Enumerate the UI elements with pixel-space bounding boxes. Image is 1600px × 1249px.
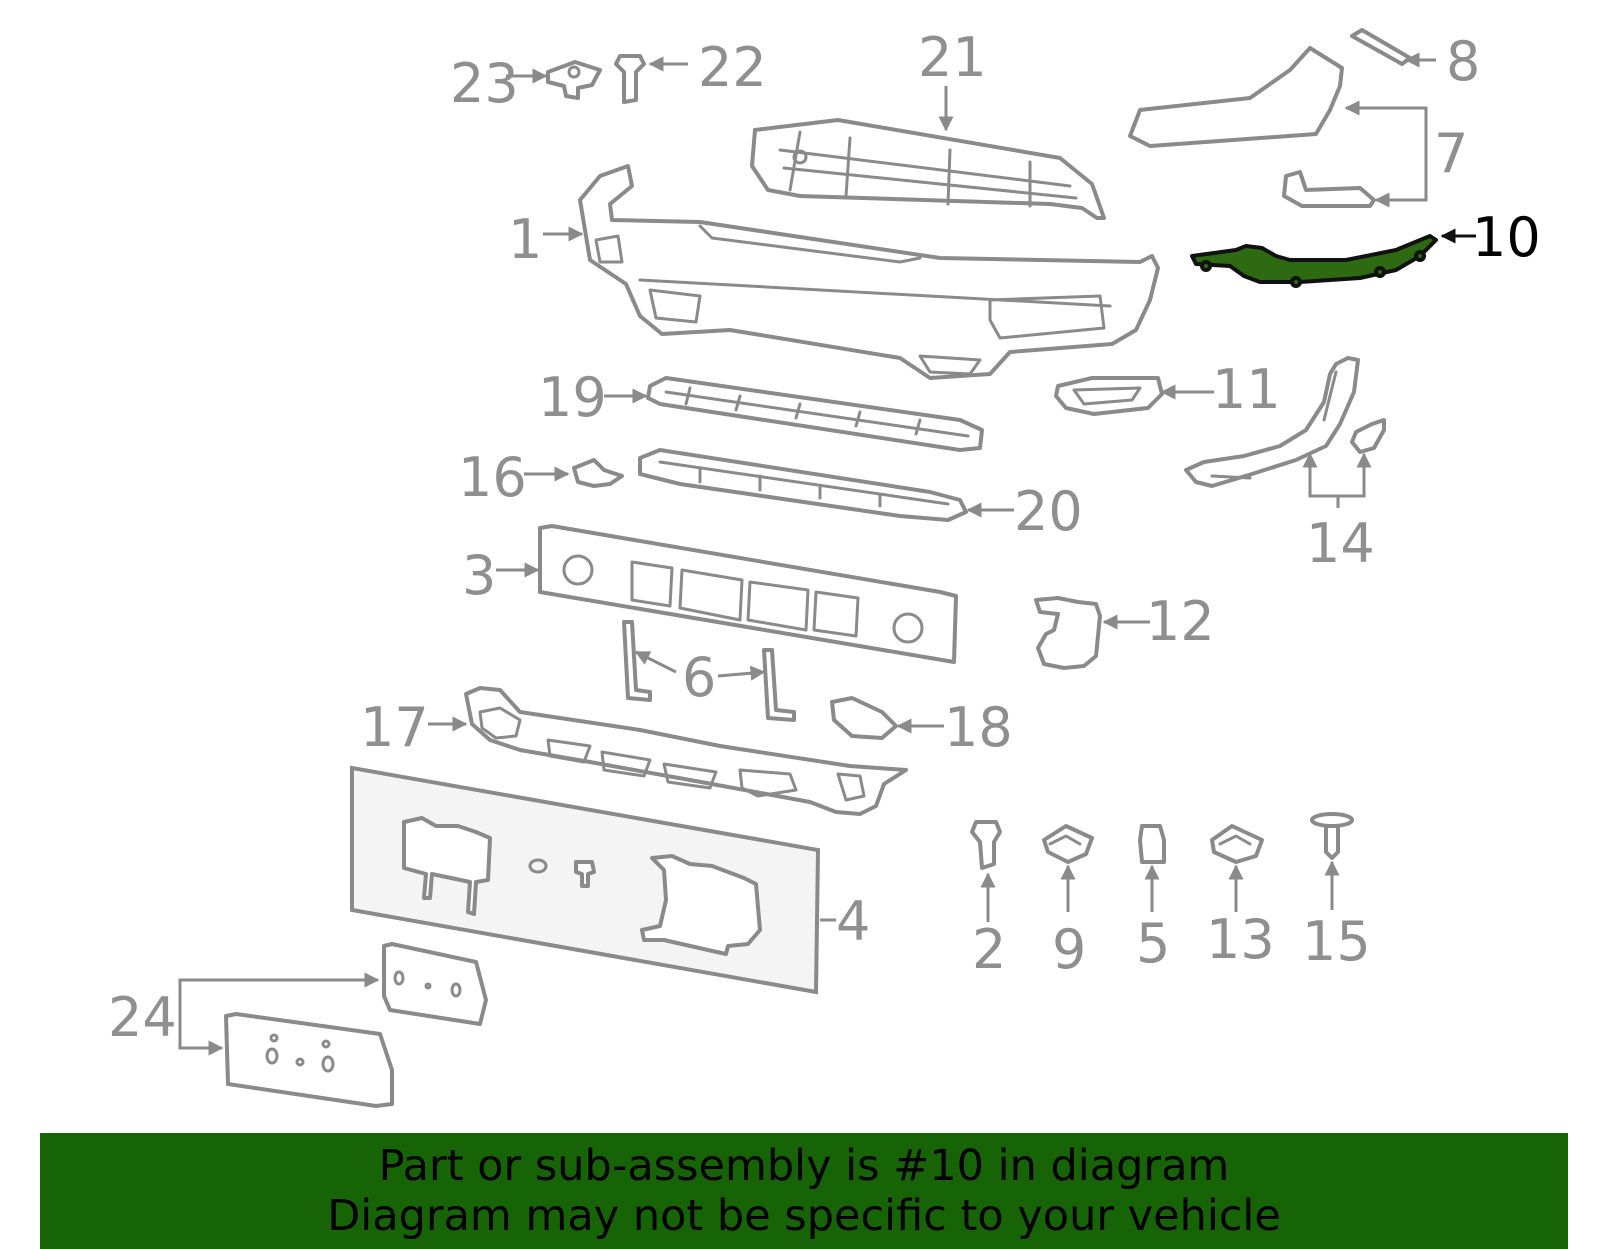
callout-13: 13: [1206, 908, 1275, 971]
part-4-assembly: [350, 765, 821, 995]
callout-23: 23: [450, 52, 519, 115]
callout-19: 19: [538, 366, 607, 429]
banner-line-2: Diagram may not be specific to your vehi…: [327, 1191, 1281, 1241]
part-24-plates: [224, 942, 488, 1108]
callout-12: 12: [1146, 590, 1215, 653]
callout-3: 3: [462, 544, 496, 607]
part-17-valance: [464, 686, 908, 816]
parts-diagram: 23 22 21 8 7 1 10 11 19 16 20 14 3 12 6 …: [108, 26, 1541, 1108]
part-19-grille-bar: [646, 376, 984, 452]
part-18-bezel: [830, 696, 898, 740]
callout-14: 14: [1306, 512, 1375, 575]
callout-11: 11: [1212, 358, 1281, 421]
callout-18: 18: [944, 696, 1013, 759]
part-16-bracket: [572, 458, 624, 488]
part-20-lower-grille: [638, 448, 968, 522]
callout-8: 8: [1446, 30, 1480, 93]
part-10-bracket-highlighted: [1190, 234, 1438, 288]
banner-line-1: Part or sub-assembly is #10 in diagram: [378, 1141, 1230, 1191]
part-11-bezel: [1054, 376, 1164, 416]
callout-4: 4: [836, 890, 870, 953]
callout-21: 21: [918, 26, 987, 89]
callout-24: 24: [108, 986, 177, 1049]
part-2-bolt: [970, 820, 1002, 870]
part-7-flare: [1128, 46, 1376, 208]
callout-1: 1: [508, 208, 542, 271]
part-6-brackets: [622, 620, 796, 722]
callout-10: 10: [1472, 206, 1541, 269]
callout-9: 9: [1052, 918, 1086, 981]
part-5-nut: [1138, 824, 1166, 864]
part-12-bracket: [1034, 596, 1102, 670]
part-22-bolt: [614, 54, 646, 104]
callout-15: 15: [1302, 910, 1371, 973]
callout-17: 17: [360, 696, 429, 759]
part-13-clip: [1210, 824, 1264, 864]
callout-7: 7: [1434, 122, 1468, 185]
callout-6: 6: [682, 646, 716, 709]
part-21-grille: [750, 118, 1106, 220]
part-1-bumper: [578, 164, 1160, 380]
part-3-reinforcement: [538, 524, 958, 664]
callout-20: 20: [1014, 480, 1083, 543]
part-23-clip: [546, 60, 602, 100]
leader-lines: [178, 52, 1476, 1056]
callout-16: 16: [458, 446, 527, 509]
callout-22: 22: [698, 36, 767, 99]
part-15-pushpin: [1310, 812, 1354, 860]
callout-labels: 23 22 21 8 7 1 10 11 19 16 20 14 3 12 6 …: [108, 26, 1541, 1049]
callout-5: 5: [1136, 912, 1170, 975]
info-banner: Part or sub-assembly is #10 in diagram D…: [40, 1133, 1568, 1249]
part-9-clip: [1042, 824, 1094, 864]
part-8-strip: [1350, 28, 1412, 66]
callout-2: 2: [972, 918, 1006, 981]
part-14-liner: [1184, 356, 1386, 488]
